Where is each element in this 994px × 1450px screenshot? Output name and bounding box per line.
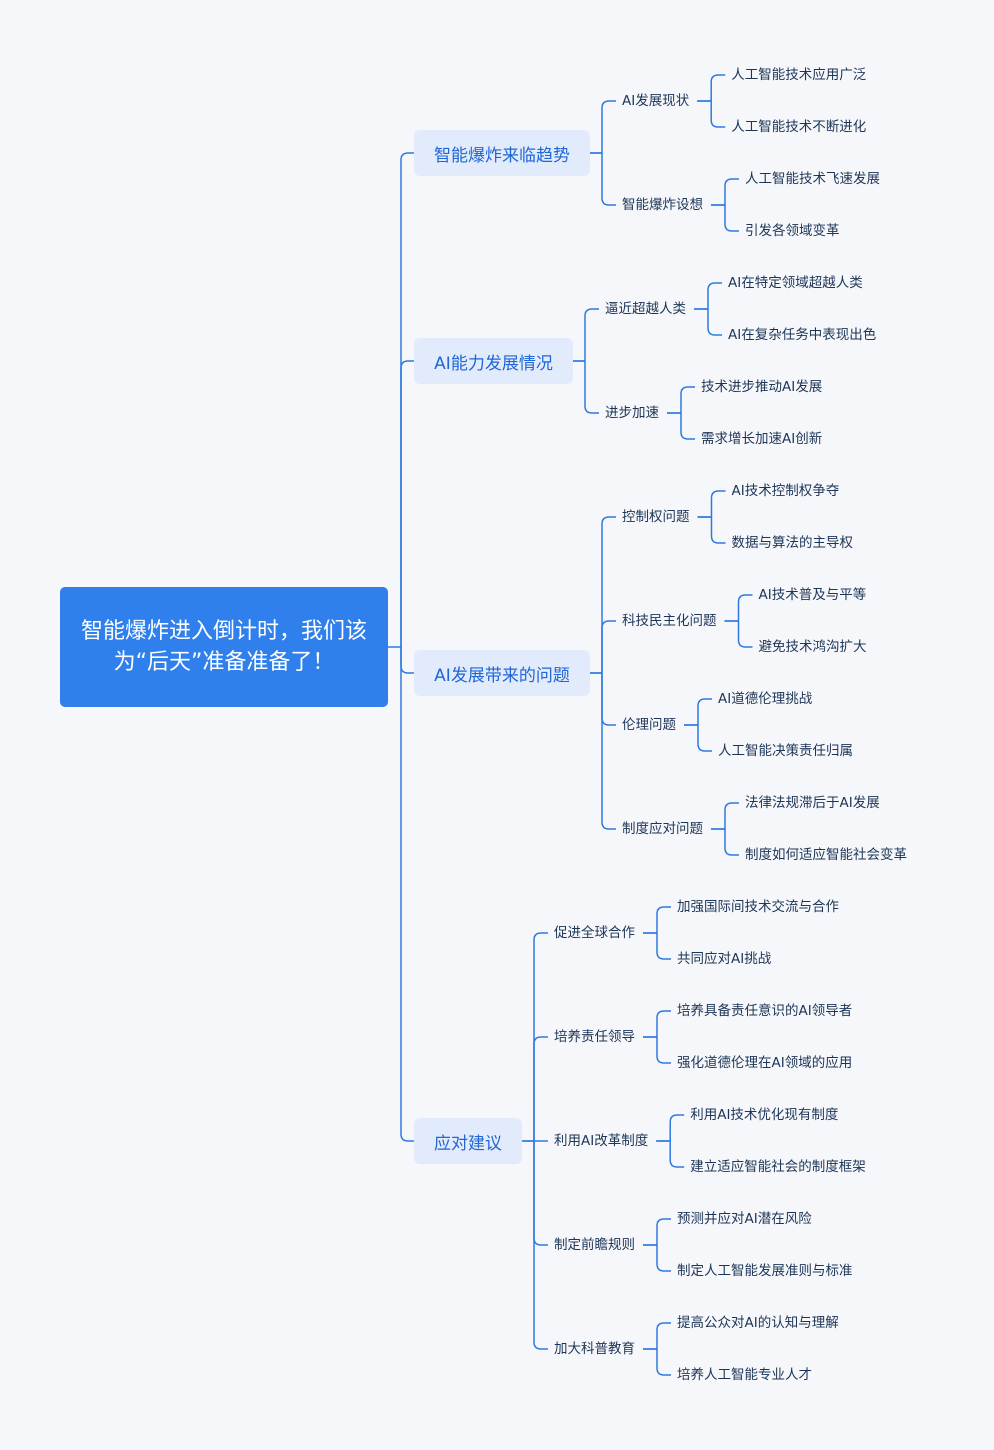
connector-line [710,74,726,101]
leaf-topic[interactable]: 提高公众对AI的认知与理解 [676,1315,839,1331]
connector-line [697,698,712,725]
leaf-topic[interactable]: 避免技术鸿沟扩大 [758,639,867,655]
leaf-topic[interactable]: AI技术控制权争夺 [731,483,840,499]
connector-line [601,673,616,830]
subtopic[interactable]: 制定前瞻规则 [554,1237,635,1253]
connector-line [400,647,414,674]
connector-line [737,621,753,648]
subtopic[interactable]: 制度应对问题 [622,821,703,837]
connector-line [710,101,726,128]
leaf-topic[interactable]: AI技术普及与平等 [758,587,867,603]
connector-line [400,647,414,1142]
connector-line [656,1010,671,1037]
leaf-topic[interactable]: AI道德伦理挑战 [717,691,813,707]
connector-line [601,516,616,673]
connector-line [533,932,548,1141]
leaf-topic[interactable]: 制定人工智能发展准则与标准 [676,1263,853,1279]
leaf-topic[interactable]: 人工智能决策责任归属 [717,743,853,759]
subtopic[interactable]: 促进全球合作 [554,925,635,941]
connector-line [656,1218,671,1245]
connector-line [724,802,739,829]
connector-line [533,1141,548,1246]
leaf-topic[interactable]: 技术进步推动AI发展 [700,379,823,395]
connector-line [601,620,616,673]
leaf-topic[interactable]: 建立适应智能社会的制度框架 [690,1159,866,1175]
subtopic[interactable]: 培养责任领导 [554,1029,635,1045]
branch-topic[interactable]: AI能力发展情况 [414,338,573,384]
leaf-topic[interactable]: 强化道德伦理在AI领域的应用 [676,1055,853,1071]
connector-line [724,205,739,232]
connector-line [724,178,739,205]
connector-line [710,490,726,517]
subtopic[interactable]: 智能爆炸设想 [622,197,703,213]
connector-line [656,1037,671,1064]
branch-topic[interactable]: AI发展带来的问题 [414,650,590,696]
leaf-topic[interactable]: 培养具备责任意识的AI领导者 [676,1003,853,1019]
connector-line [656,1245,671,1272]
connector-line [584,308,599,361]
connector-line [669,1114,685,1141]
subtopic[interactable]: 伦理问题 [622,717,676,733]
connector-line [707,309,722,336]
leaf-topic[interactable]: 人工智能技术不断进化 [731,119,867,135]
connector-line [533,1141,548,1350]
root-topic[interactable]: 智能爆炸进入倒计时，我们该为“后天”准备准备了！ [60,587,388,707]
leaf-topic[interactable]: 加强国际间技术交流与合作 [676,899,839,915]
subtopic[interactable]: 加大科普教育 [554,1341,635,1357]
connector-line [601,153,616,206]
subtopic[interactable]: 进步加速 [605,405,659,421]
leaf-topic[interactable]: 需求增长加速AI创新 [700,431,823,447]
subtopic[interactable]: 利用AI改革制度 [554,1133,649,1149]
connector-line [669,1141,685,1168]
connector-line [697,725,712,752]
connector-line [584,361,599,414]
connector-line [707,282,722,309]
subtopic[interactable]: 逼近超越人类 [605,301,686,317]
leaf-topic[interactable]: AI在复杂任务中表现出色 [727,327,877,343]
connector-line [656,1322,671,1349]
connector-line [710,517,726,544]
leaf-topic[interactable]: 共同应对AI挑战 [676,951,772,967]
connector-line [680,413,695,440]
subtopic[interactable]: 控制权问题 [622,509,690,525]
connector-line [656,906,671,933]
leaf-topic[interactable]: AI在特定领域超越人类 [727,275,863,291]
branch-topic[interactable]: 应对建议 [414,1118,522,1164]
subtopic[interactable]: 科技民主化问题 [622,613,717,629]
leaf-topic[interactable]: 人工智能技术飞速发展 [744,171,880,187]
connector-line [533,1036,548,1141]
leaf-topic[interactable]: 人工智能技术应用广泛 [731,67,867,83]
connector-line [400,152,414,647]
connector-line [400,360,414,647]
connector-line [656,933,671,960]
branch-topic[interactable]: 智能爆炸来临趋势 [414,130,590,176]
leaf-topic[interactable]: 利用AI技术优化现有制度 [690,1107,839,1123]
leaf-topic[interactable]: 制度如何适应智能社会变革 [744,847,907,863]
connector-line [680,386,695,413]
subtopic[interactable]: AI发展现状 [622,93,690,109]
connector-line [601,100,616,153]
connector-line [656,1349,671,1376]
leaf-topic[interactable]: 数据与算法的主导权 [731,535,853,551]
leaf-topic[interactable]: 培养人工智能专业人才 [676,1367,812,1383]
leaf-topic[interactable]: 预测并应对AI潜在风险 [676,1211,812,1227]
connector-line [724,829,739,856]
connector-line [737,594,753,621]
leaf-topic[interactable]: 引发各领域变革 [744,223,840,239]
leaf-topic[interactable]: 法律法规滞后于AI发展 [744,795,880,811]
connector-line [601,673,616,726]
